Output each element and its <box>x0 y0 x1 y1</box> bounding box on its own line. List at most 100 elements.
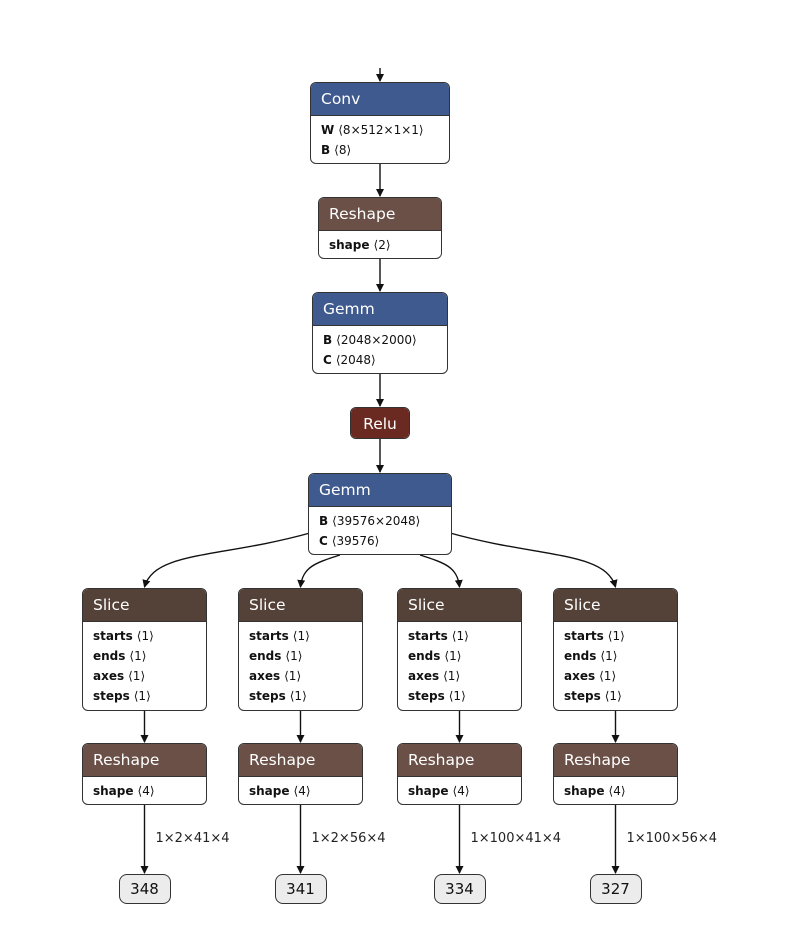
reshape-2-node[interactable]: Reshape shape⟨4⟩ <box>397 743 522 805</box>
attribute-name: B <box>319 514 329 528</box>
attribute-value: ⟨2⟩ <box>373 238 391 252</box>
node-attribute-row: shape⟨4⟩ <box>249 781 352 801</box>
node-attribute-row: axes⟨1⟩ <box>93 666 196 686</box>
node-op-label: Slice <box>239 589 362 622</box>
output-node-0[interactable]: 348 <box>118 874 171 904</box>
attribute-name: shape <box>93 784 134 798</box>
edge-gemm-slice-3 <box>449 532 618 588</box>
node-attributes: starts⟨1⟩ends⟨1⟩axes⟨1⟩steps⟨1⟩ <box>239 622 362 710</box>
tensor-shape-label: 1×100×41×4 <box>470 831 562 846</box>
node-attribute-row: steps⟨1⟩ <box>564 686 667 706</box>
attribute-value: ⟨4⟩ <box>137 784 155 798</box>
node-op-label: Reshape <box>83 744 206 777</box>
attribute-name: steps <box>249 689 286 703</box>
attribute-name: shape <box>249 784 290 798</box>
node-attributes: shape⟨4⟩ <box>239 777 362 804</box>
relu-node[interactable]: Relu <box>350 407 410 439</box>
node-attribute-row: steps⟨1⟩ <box>93 686 196 706</box>
attribute-value: ⟨1⟩ <box>128 669 146 683</box>
attribute-value: ⟨1⟩ <box>599 669 617 683</box>
attribute-value: ⟨1⟩ <box>451 629 469 643</box>
node-attributes: shape⟨4⟩ <box>554 777 677 804</box>
attribute-name: ends <box>564 649 597 663</box>
node-attribute-row: steps⟨1⟩ <box>408 686 511 706</box>
tensor-shape-label: 1×100×56×4 <box>626 831 718 846</box>
node-op-label: Reshape <box>239 744 362 777</box>
edge-gemm-slice-2 <box>419 554 463 588</box>
attribute-name: axes <box>93 669 125 683</box>
node-attributes: B⟨39576×2048⟩C⟨39576⟩ <box>309 507 451 554</box>
output-node-1[interactable]: 341 <box>274 874 327 904</box>
node-attribute-row: shape⟨4⟩ <box>408 781 511 801</box>
tensor-shape-label: 1×2×56×4 <box>311 831 386 846</box>
attribute-value: ⟨1⟩ <box>607 629 625 643</box>
node-attribute-row: C⟨2048⟩ <box>323 350 437 370</box>
output-node-3[interactable]: 327 <box>589 874 642 904</box>
attribute-value: ⟨1⟩ <box>129 649 147 663</box>
attribute-value: ⟨1⟩ <box>443 669 461 683</box>
attribute-name: axes <box>564 669 596 683</box>
node-attribute-row: B⟨8⟩ <box>321 140 439 160</box>
node-attributes: starts⟨1⟩ends⟨1⟩axes⟨1⟩steps⟨1⟩ <box>83 622 206 710</box>
attribute-name: C <box>319 534 328 548</box>
attribute-name: starts <box>408 629 448 643</box>
attribute-name: W <box>321 123 335 137</box>
attribute-value: ⟨4⟩ <box>293 784 311 798</box>
attribute-value: ⟨8×512×1×1⟩ <box>338 123 424 137</box>
attribute-name: ends <box>408 649 441 663</box>
node-attributes: shape⟨4⟩ <box>398 777 521 804</box>
edge-gemm-slice-1 <box>297 554 341 588</box>
attribute-value: ⟨39576⟩ <box>331 534 380 548</box>
node-attribute-row: ends⟨1⟩ <box>408 646 511 666</box>
node-attribute-row: ends⟨1⟩ <box>564 646 667 666</box>
attribute-value: ⟨4⟩ <box>608 784 626 798</box>
node-op-label: Reshape <box>319 198 441 231</box>
attribute-value: ⟨1⟩ <box>448 689 466 703</box>
attribute-name: axes <box>249 669 281 683</box>
node-attributes: shape⟨4⟩ <box>83 777 206 804</box>
node-attributes: B⟨2048×2000⟩C⟨2048⟩ <box>313 326 447 373</box>
node-attribute-row: starts⟨1⟩ <box>93 626 196 646</box>
attribute-name: shape <box>408 784 449 798</box>
node-op-label: Slice <box>398 589 521 622</box>
attribute-name: shape <box>329 238 370 252</box>
node-attribute-row: W⟨8×512×1×1⟩ <box>321 120 439 140</box>
reshape1-node[interactable]: Reshape shape⟨2⟩ <box>318 197 442 259</box>
node-attributes: starts⟨1⟩ends⟨1⟩axes⟨1⟩steps⟨1⟩ <box>554 622 677 710</box>
node-op-label: Relu <box>351 408 409 438</box>
attribute-name: steps <box>408 689 445 703</box>
tensor-shape-label: 1×2×41×4 <box>155 831 230 846</box>
node-op-label: Reshape <box>554 744 677 777</box>
attribute-name: steps <box>93 689 130 703</box>
attribute-value: ⟨1⟩ <box>133 689 151 703</box>
node-op-label: Gemm <box>313 293 447 326</box>
node-attribute-row: starts⟨1⟩ <box>249 626 352 646</box>
node-op-label: Reshape <box>398 744 521 777</box>
attribute-name: steps <box>564 689 601 703</box>
node-attribute-row: axes⟨1⟩ <box>249 666 352 686</box>
attribute-value: ⟨1⟩ <box>284 669 302 683</box>
node-attribute-row: starts⟨1⟩ <box>408 626 511 646</box>
node-attribute-row: steps⟨1⟩ <box>249 686 352 706</box>
attribute-name: starts <box>249 629 289 643</box>
attribute-value: ⟨1⟩ <box>600 649 618 663</box>
attribute-name: B <box>323 333 333 347</box>
node-attribute-row: C⟨39576⟩ <box>319 531 441 551</box>
attribute-value: ⟨1⟩ <box>289 689 307 703</box>
attribute-name: C <box>323 353 332 367</box>
attribute-value: ⟨1⟩ <box>444 649 462 663</box>
reshape-1-node[interactable]: Reshape shape⟨4⟩ <box>238 743 363 805</box>
node-attribute-row: B⟨39576×2048⟩ <box>319 511 441 531</box>
output-node-2[interactable]: 334 <box>433 874 486 904</box>
